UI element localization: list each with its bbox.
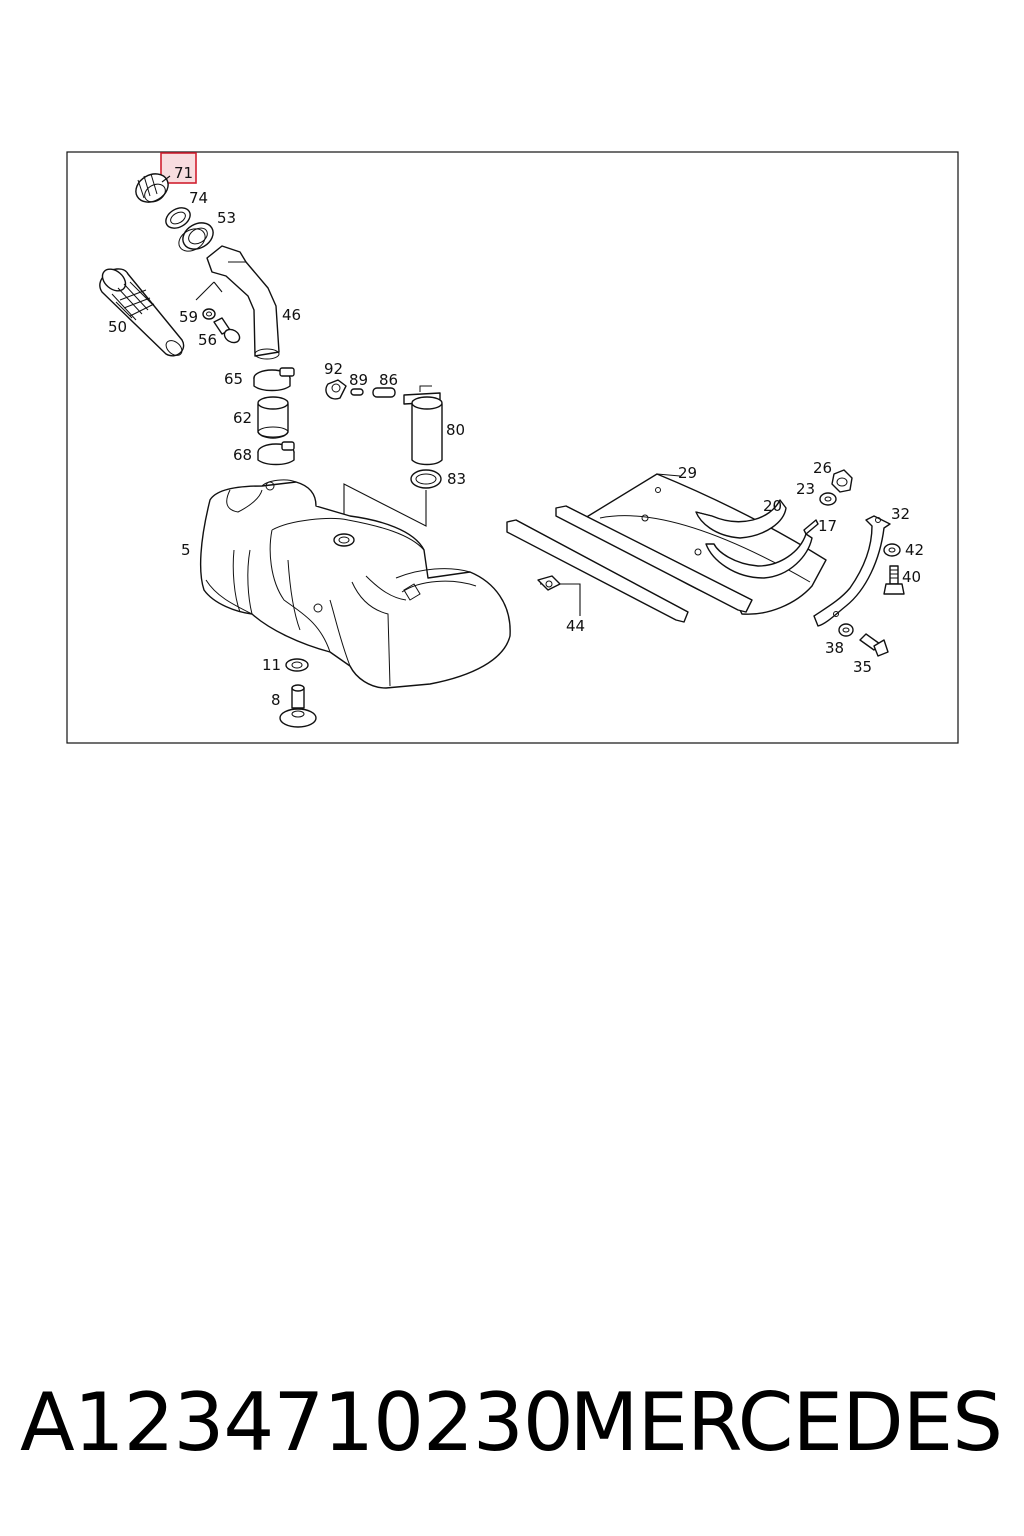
part-86-sleeve <box>372 387 396 398</box>
callout-56[interactable]: 56 <box>198 331 217 349</box>
callout-46[interactable]: 46 <box>282 306 301 324</box>
part-89-pin <box>350 388 364 396</box>
part-46-filler-pipe <box>195 245 280 360</box>
callout-26[interactable]: 26 <box>813 459 832 477</box>
callout-71[interactable]: 71 <box>174 164 193 182</box>
part-32-strap-bracket <box>813 515 891 627</box>
part-59-washer <box>202 308 216 320</box>
callout-53[interactable]: 53 <box>217 209 236 227</box>
part-42-washer <box>883 543 901 557</box>
part-17-bolt <box>803 519 819 535</box>
part-number: A1234710230 <box>20 1376 574 1469</box>
callout-80[interactable]: 80 <box>446 421 465 439</box>
callout-32[interactable]: 32 <box>891 505 910 523</box>
part-62-connecting-hose <box>257 396 289 439</box>
callout-5[interactable]: 5 <box>181 541 191 559</box>
callout-42[interactable]: 42 <box>905 541 924 559</box>
callout-17[interactable]: 17 <box>818 517 837 535</box>
callout-29[interactable]: 29 <box>678 464 697 482</box>
callout-92[interactable]: 92 <box>324 360 343 378</box>
callout-68[interactable]: 68 <box>233 446 252 464</box>
part-35-bolt <box>859 633 889 657</box>
part-80-fuel-sender <box>403 385 443 466</box>
part-38-washer <box>838 623 854 637</box>
part-8-drain-plug <box>279 684 317 728</box>
callout-83[interactable]: 83 <box>447 470 466 488</box>
callout-62[interactable]: 62 <box>233 409 252 427</box>
diagram-frame <box>66 151 959 744</box>
callout-89[interactable]: 89 <box>349 371 368 389</box>
part-50-breather-hose <box>99 268 185 357</box>
part-40-bolt <box>883 565 905 595</box>
part-53-grommet <box>178 222 214 252</box>
callout-8[interactable]: 8 <box>271 691 281 709</box>
part-44-support-rail <box>506 505 753 623</box>
callout-65[interactable]: 65 <box>224 370 243 388</box>
part-92-clip <box>325 379 347 400</box>
part-20-tank-strap <box>695 499 813 579</box>
callout-44[interactable]: 44 <box>566 617 585 635</box>
callout-23[interactable]: 23 <box>796 480 815 498</box>
callout-74[interactable]: 74 <box>189 189 208 207</box>
callout-59[interactable]: 59 <box>179 308 198 326</box>
part-26-nut <box>831 469 853 493</box>
part-5-fuel-tank <box>199 479 511 689</box>
footer: A1234710230 MERCEDES <box>0 1368 1024 1478</box>
part-56-bolt <box>213 317 241 344</box>
part-11-washer <box>285 658 309 672</box>
part-44-clip <box>537 575 561 591</box>
callout-38[interactable]: 38 <box>825 639 844 657</box>
part-65-hose-clamp <box>253 367 295 392</box>
part-74-seal-ring <box>165 207 191 229</box>
brand-name: MERCEDES <box>569 1376 1003 1469</box>
callout-11[interactable]: 11 <box>262 656 281 674</box>
callout-50[interactable]: 50 <box>108 318 127 336</box>
part-68-hose-clamp <box>257 441 295 466</box>
part-83-gasket <box>410 469 442 489</box>
callout-20[interactable]: 20 <box>763 497 782 515</box>
callout-86[interactable]: 86 <box>379 371 398 389</box>
part-23-washer <box>819 492 837 506</box>
callout-35[interactable]: 35 <box>853 658 872 676</box>
part-71-filler-cap <box>135 173 171 203</box>
callout-40[interactable]: 40 <box>902 568 921 586</box>
